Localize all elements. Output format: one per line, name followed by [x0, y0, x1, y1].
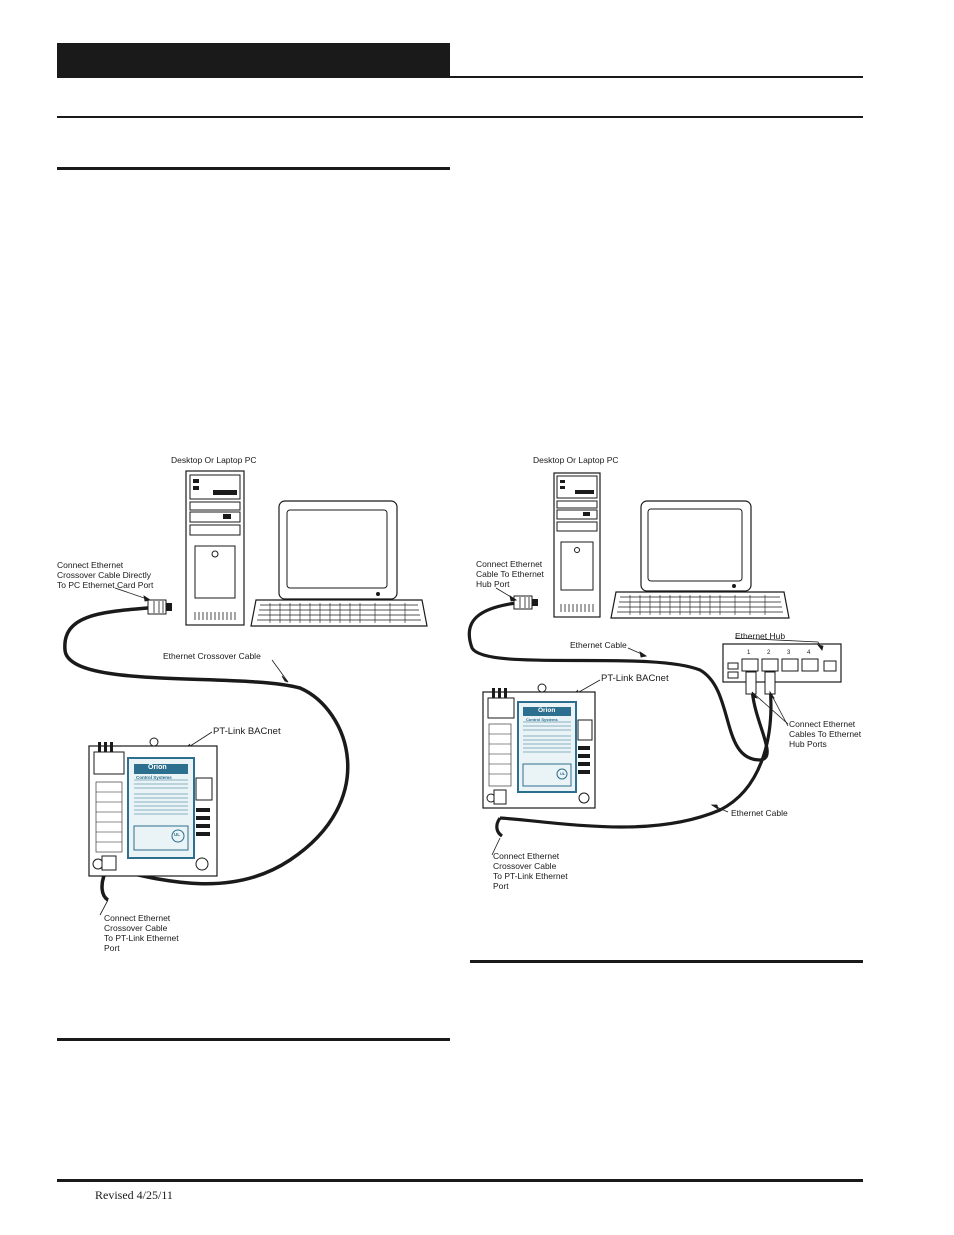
- top-rule: [57, 116, 863, 118]
- right-hub-connect-label-1: Connect Ethernet: [789, 719, 856, 729]
- left-device-brand: Orion: [148, 764, 167, 771]
- right-pc-keyboard: [610, 591, 790, 619]
- revised-date: Revised 4/25/11: [95, 1188, 173, 1202]
- hub-port-2: 2: [767, 650, 771, 656]
- right-device-brand: Orion: [538, 707, 556, 714]
- right-device-ul-mark: UL: [560, 771, 566, 776]
- right-pc-connect-label-1: Connect Ethernet: [476, 559, 543, 569]
- header-rule: [450, 76, 863, 78]
- left-pc-connect-label-3: To PC Ethernet Card Port: [57, 580, 154, 590]
- left-section-rule-bottom: [57, 1038, 450, 1041]
- right-pc-connect-label-3: Hub Port: [476, 579, 510, 589]
- right-device-brand-sub: Control Systems: [526, 717, 558, 722]
- right-device-connect-label-4: Port: [493, 881, 509, 891]
- right-ethernet-hub: [722, 643, 842, 683]
- right-hub-connect-label-3: Hub Ports: [789, 739, 827, 749]
- right-device-connect-label-1: Connect Ethernet: [493, 851, 560, 861]
- left-device-ul-mark: UL: [174, 832, 180, 837]
- right-hub-label: Ethernet Hub: [735, 631, 786, 641]
- left-cable-label: Ethernet Crossover Cable: [163, 651, 261, 661]
- right-device-label: PT-Link BACnet: [601, 673, 669, 684]
- hub-port-3: 3: [787, 650, 791, 656]
- hub-port-4: 4: [807, 650, 811, 656]
- left-device-connect-label-4: Port: [104, 943, 120, 953]
- right-hub-connect-label-2: Cables To Ethernet: [789, 729, 862, 739]
- left-pc-connect-label-1: Connect Ethernet: [57, 560, 124, 570]
- header-bar: [57, 43, 450, 78]
- left-device-connect-label-2: Crossover Cable: [104, 923, 168, 933]
- right-pc-connect-label-2: Cable To Ethernet: [476, 569, 544, 579]
- left-pc-connect-label-2: Crossover Cable Directly: [57, 570, 151, 580]
- right-device-connect-label-3: To PT-Link Ethernet: [493, 871, 568, 881]
- right-section-rule: [470, 960, 863, 963]
- left-pt-link-device: [88, 737, 218, 877]
- left-device-label: PT-Link BACnet: [213, 726, 281, 737]
- left-device-connect-label-3: To PT-Link Ethernet: [104, 933, 179, 943]
- right-pc-tower: [553, 472, 601, 618]
- right-device-connect-label-2: Crossover Cable: [493, 861, 557, 871]
- right-cable-top-label: Ethernet Cable: [570, 640, 627, 650]
- right-pc-label: Desktop Or Laptop PC: [533, 455, 619, 465]
- left-device-connect-label-1: Connect Ethernet: [104, 913, 171, 923]
- right-cable-bottom-label: Ethernet Cable: [731, 808, 788, 818]
- left-pc-label: Desktop Or Laptop PC: [171, 455, 257, 465]
- left-pc-keyboard: [250, 599, 428, 627]
- hub-port-1: 1: [747, 650, 751, 656]
- footer-rule: [57, 1179, 863, 1182]
- left-section-rule-top: [57, 167, 450, 170]
- left-pc-tower: [185, 470, 245, 626]
- left-pc-monitor: [278, 500, 398, 600]
- right-pt-link-device: [482, 683, 596, 809]
- right-pc-monitor: [640, 500, 752, 592]
- left-device-brand-sub: Control Systems: [136, 775, 172, 780]
